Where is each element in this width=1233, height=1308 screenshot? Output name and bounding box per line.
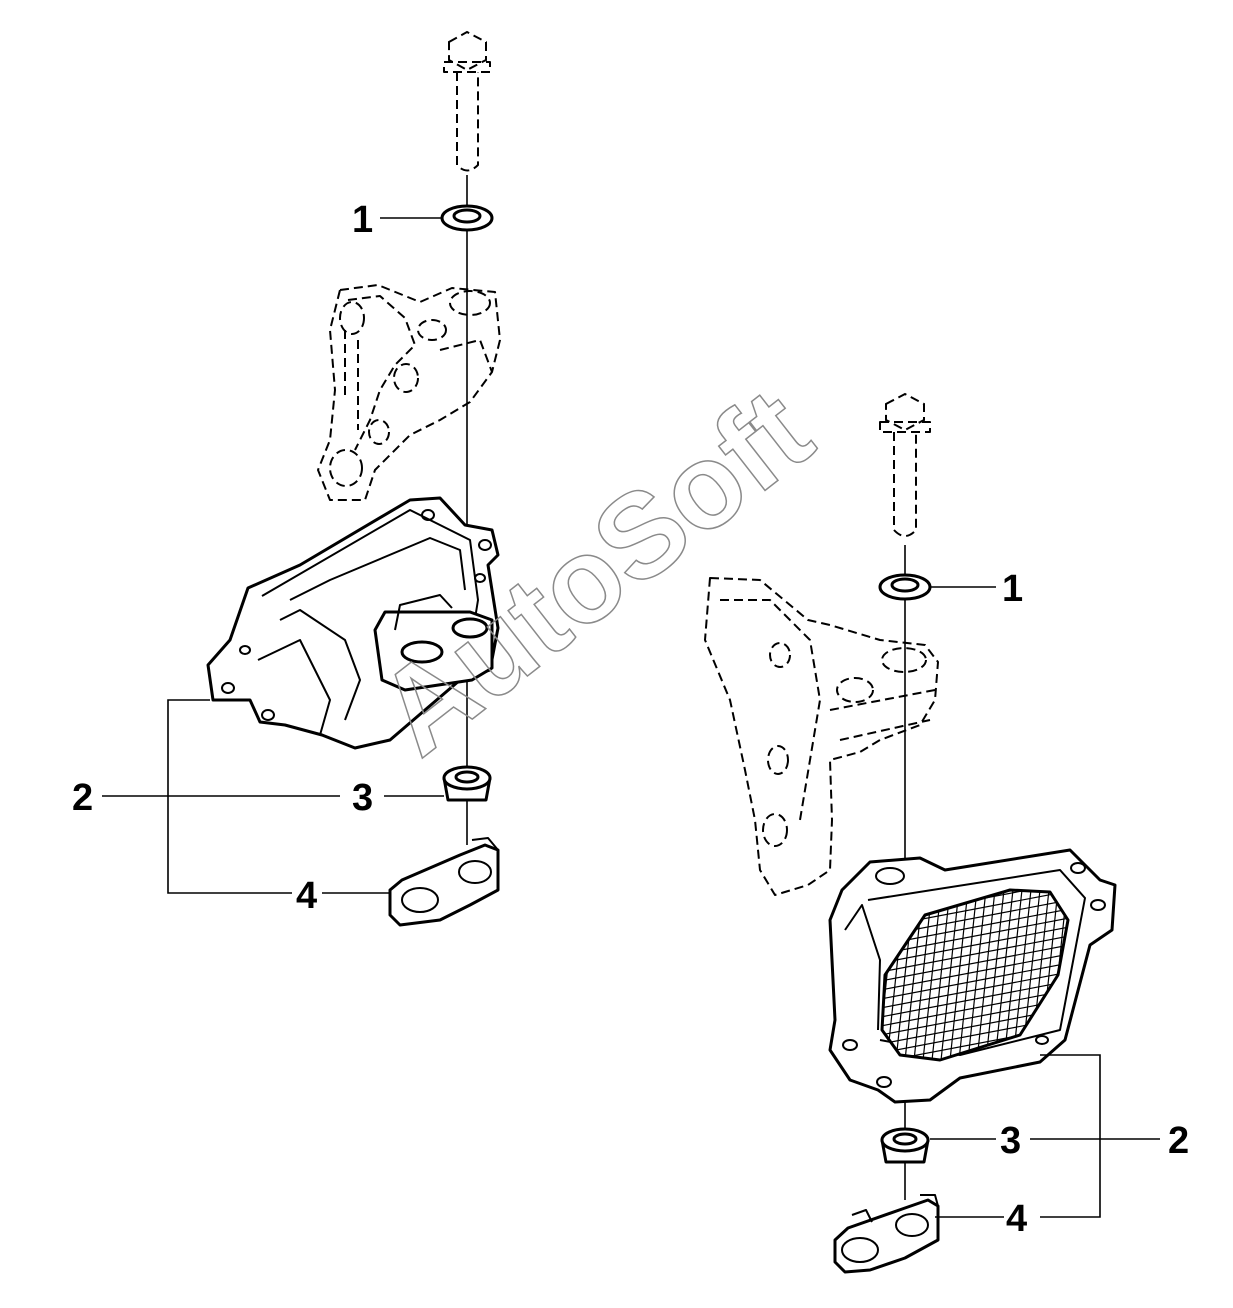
grid-rib-vertical [939,890,961,1060]
right-bracket [704,577,939,896]
grid-rib-vertical [984,890,1006,1060]
right-engine-mount [828,848,1117,1104]
right-washer [878,573,932,601]
grid-rib-vertical [966,890,988,1060]
grid-rib-horizontal [882,924,1068,966]
left-callout-washer: 1 [352,199,373,241]
grid-rib-horizontal [882,978,1068,1020]
right-callout-nut: 3 [1000,1120,1021,1162]
grid-rib-horizontal [882,915,1068,957]
grid-rib-horizontal [882,960,1068,1002]
left-bracket-leader [167,699,292,894]
grid-rib-horizontal [882,942,1068,984]
right-assembly: 1 2 3 4 [704,392,1189,1274]
grid-rib-horizontal [882,951,1068,993]
right-bolt [879,392,931,537]
grid-rib-vertical [975,890,997,1060]
grid-rib-horizontal [882,969,1068,1011]
grid-rib-horizontal [882,987,1068,1029]
grid-rib-vertical [921,890,943,1060]
left-washer [440,204,494,232]
grid-rib-horizontal [882,933,1068,975]
right-callout-mount: 2 [1168,1120,1189,1162]
right-bracket-leader [1040,1054,1101,1218]
left-assembly: 1 2 3 4 [72,30,501,927]
left-bracket [317,284,501,501]
left-callout-mount: 2 [72,777,93,819]
left-callout-nut: 3 [352,777,373,819]
left-callout-clip: 4 [296,875,317,917]
right-callout-washer: 1 [1002,568,1023,610]
left-bolt [443,30,491,172]
right-callout-clip: 4 [1006,1198,1027,1240]
right-nut [880,1127,930,1164]
grid-rib-vertical [930,890,952,1060]
grid-rib-vertical [957,890,979,1060]
left-engine-mount [206,496,500,750]
right-clip [833,1194,940,1274]
left-clip [388,837,500,927]
left-nut [442,765,492,802]
